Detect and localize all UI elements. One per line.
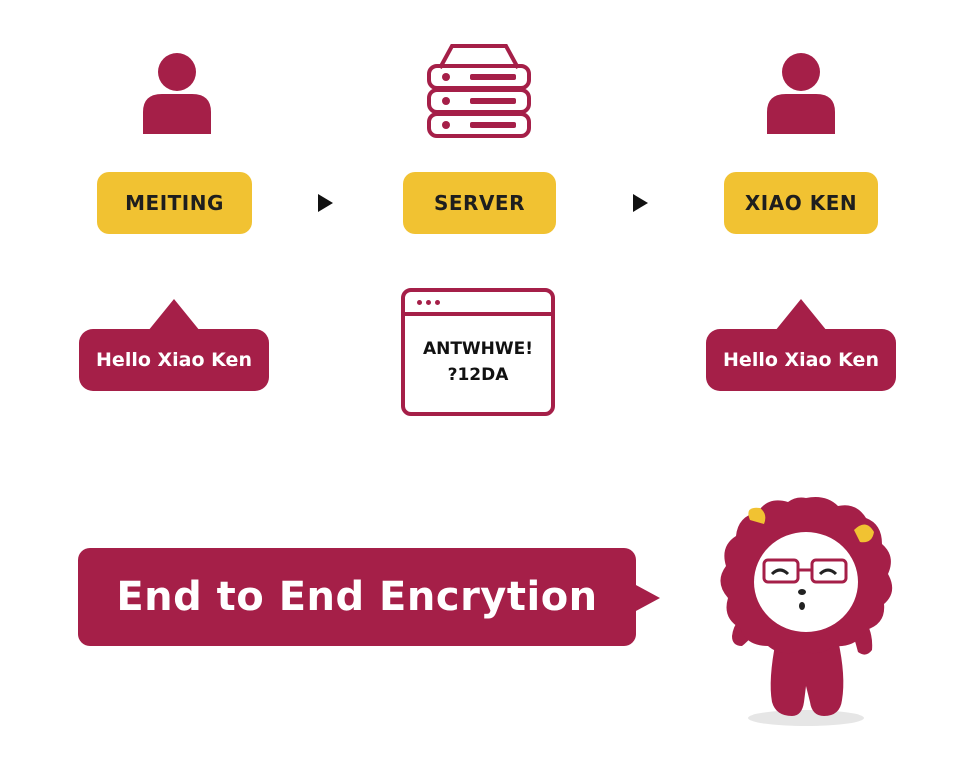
user-icon (767, 53, 835, 134)
sender-message-bubble: Hello Xiao Ken (79, 299, 269, 391)
receiver-message-text: Hello Xiao Ken (723, 349, 879, 371)
sender-message-text: Hello Xiao Ken (96, 349, 252, 371)
receiver-message-bubble: Hello Xiao Ken (706, 299, 896, 391)
user-icon (143, 53, 211, 134)
e2e-banner: End to End Encrytion (78, 548, 660, 646)
banner-tail (634, 584, 660, 612)
encrypted-message-window: ANTWHWE! ?12DA (401, 288, 555, 416)
window-dot (417, 300, 422, 305)
banner-title: End to End Encrytion (116, 574, 598, 620)
node-label-xiao-ken: XIAO KEN (724, 172, 878, 234)
arrow-right-icon (633, 194, 648, 212)
node-label-server: SERVER (403, 172, 556, 234)
bubble-tail (775, 299, 827, 331)
window-dot (426, 300, 431, 305)
window-dot (435, 300, 440, 305)
server-icon (427, 44, 531, 138)
window-title-bar (405, 312, 551, 316)
node-label-meiting: MEITING (97, 172, 252, 234)
bubble-tail (148, 299, 200, 331)
arrow-right-icon (318, 194, 333, 212)
ciphertext-line-2: ?12DA (447, 365, 509, 385)
mascot-lion-icon (720, 497, 893, 726)
ciphertext: ANTWHWE! ?12DA (405, 336, 551, 388)
ciphertext-line-1: ANTWHWE! (422, 339, 534, 359)
